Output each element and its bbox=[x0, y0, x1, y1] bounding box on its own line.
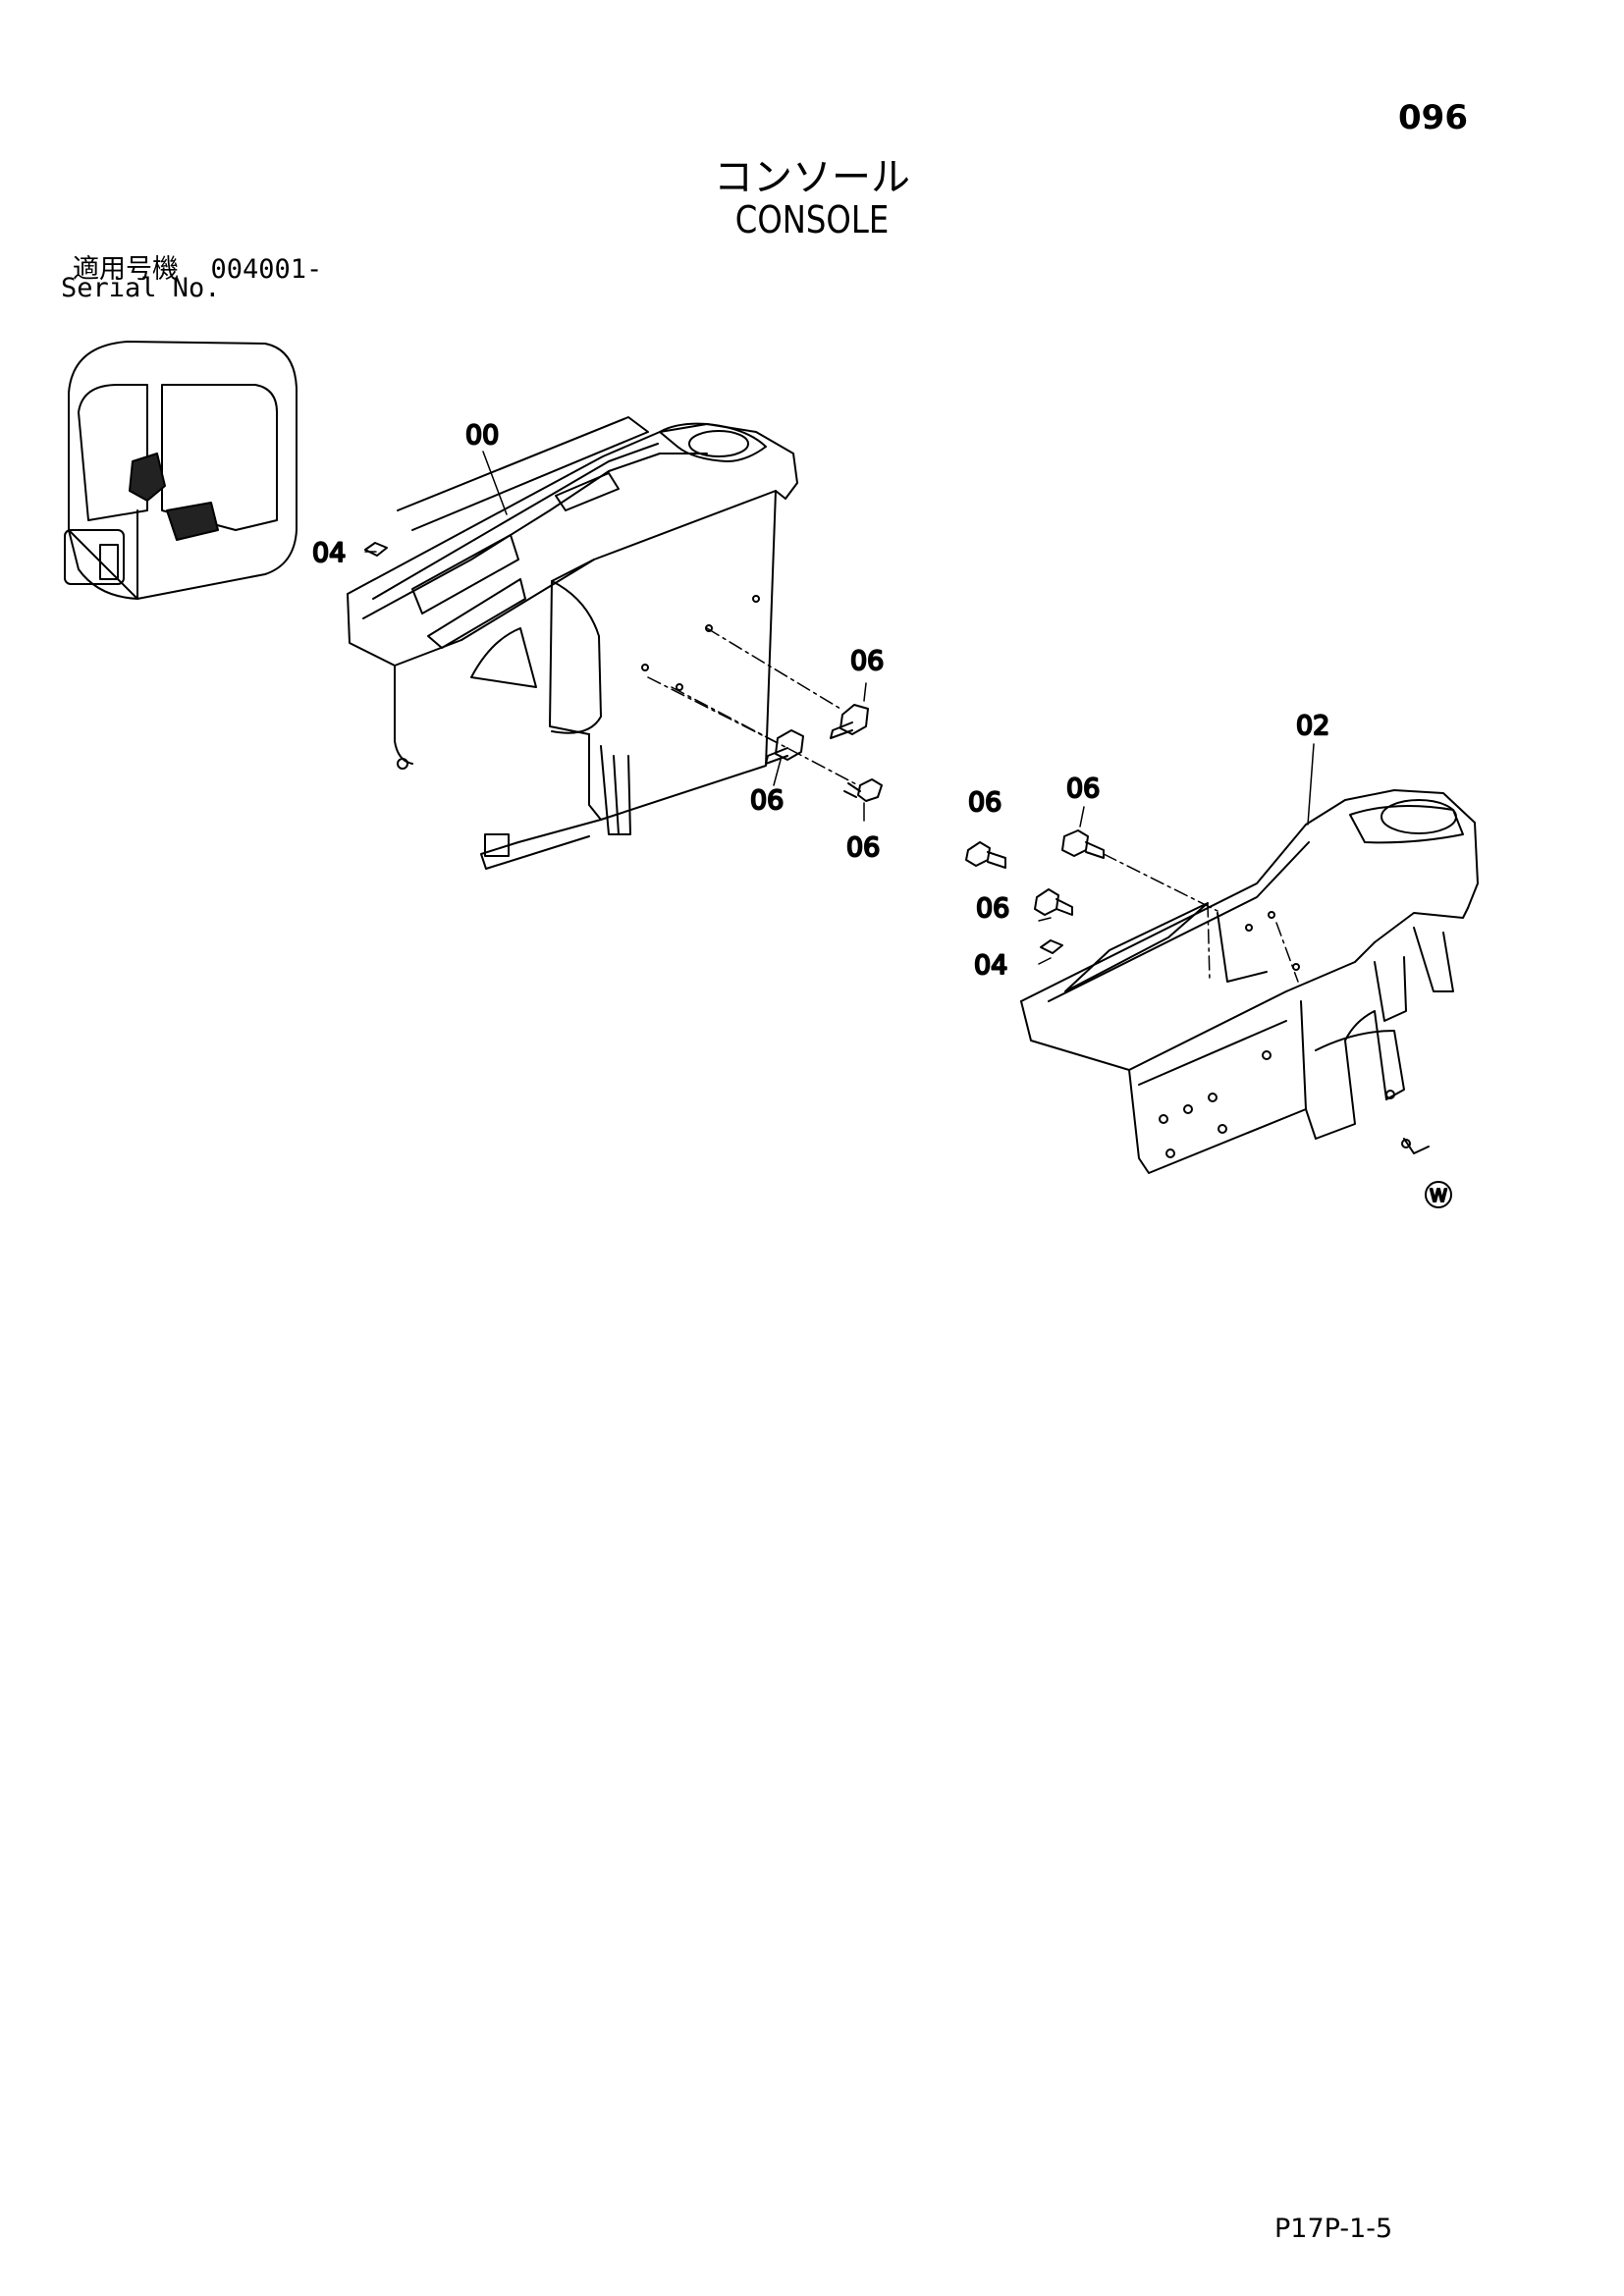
serial-jp-line: 適用号機 004001- bbox=[73, 247, 322, 286]
serial-value: 004001- bbox=[210, 254, 323, 285]
circled-w-mark: W bbox=[1425, 1181, 1452, 1208]
callout-04-b: 04 bbox=[974, 950, 1007, 981]
circled-w-letter: W bbox=[1430, 1186, 1447, 1206]
sheet-code: P17P-1-5 bbox=[1274, 2214, 1393, 2244]
callout-06-f: 06 bbox=[976, 893, 1009, 924]
bolt-06-e bbox=[1061, 829, 1105, 859]
callout-04-a: 04 bbox=[312, 538, 346, 568]
title-japanese: コンソール bbox=[714, 155, 910, 200]
cab-thumbnail-illustration bbox=[64, 341, 298, 600]
console-assembly-02 bbox=[1020, 789, 1479, 1174]
bolt-06-d bbox=[965, 841, 1006, 869]
callout-06-b: 06 bbox=[750, 785, 784, 816]
bolt-06-a bbox=[830, 704, 869, 739]
callout-00: 00 bbox=[465, 420, 499, 451]
callout-06-e: 06 bbox=[1066, 774, 1100, 804]
serial-en-label: Serial No. bbox=[61, 273, 221, 303]
callout-06-a: 06 bbox=[850, 646, 884, 676]
callout-06-d: 06 bbox=[968, 787, 1001, 818]
leader-lines bbox=[364, 451, 1315, 965]
assembly-lines bbox=[647, 627, 1299, 983]
title-english: CONSOLE bbox=[734, 198, 890, 241]
bolt-06-f bbox=[1034, 888, 1073, 916]
small-parts bbox=[364, 542, 1105, 954]
console-assembly-00 bbox=[347, 416, 798, 870]
callout-02: 02 bbox=[1296, 711, 1329, 741]
page-number: 096 bbox=[1398, 98, 1468, 137]
bolt-06-c bbox=[843, 778, 883, 802]
bolt-06-b bbox=[765, 729, 804, 765]
serial-jp-label: 適用号機 bbox=[73, 254, 179, 285]
callout-06-c: 06 bbox=[846, 832, 880, 863]
